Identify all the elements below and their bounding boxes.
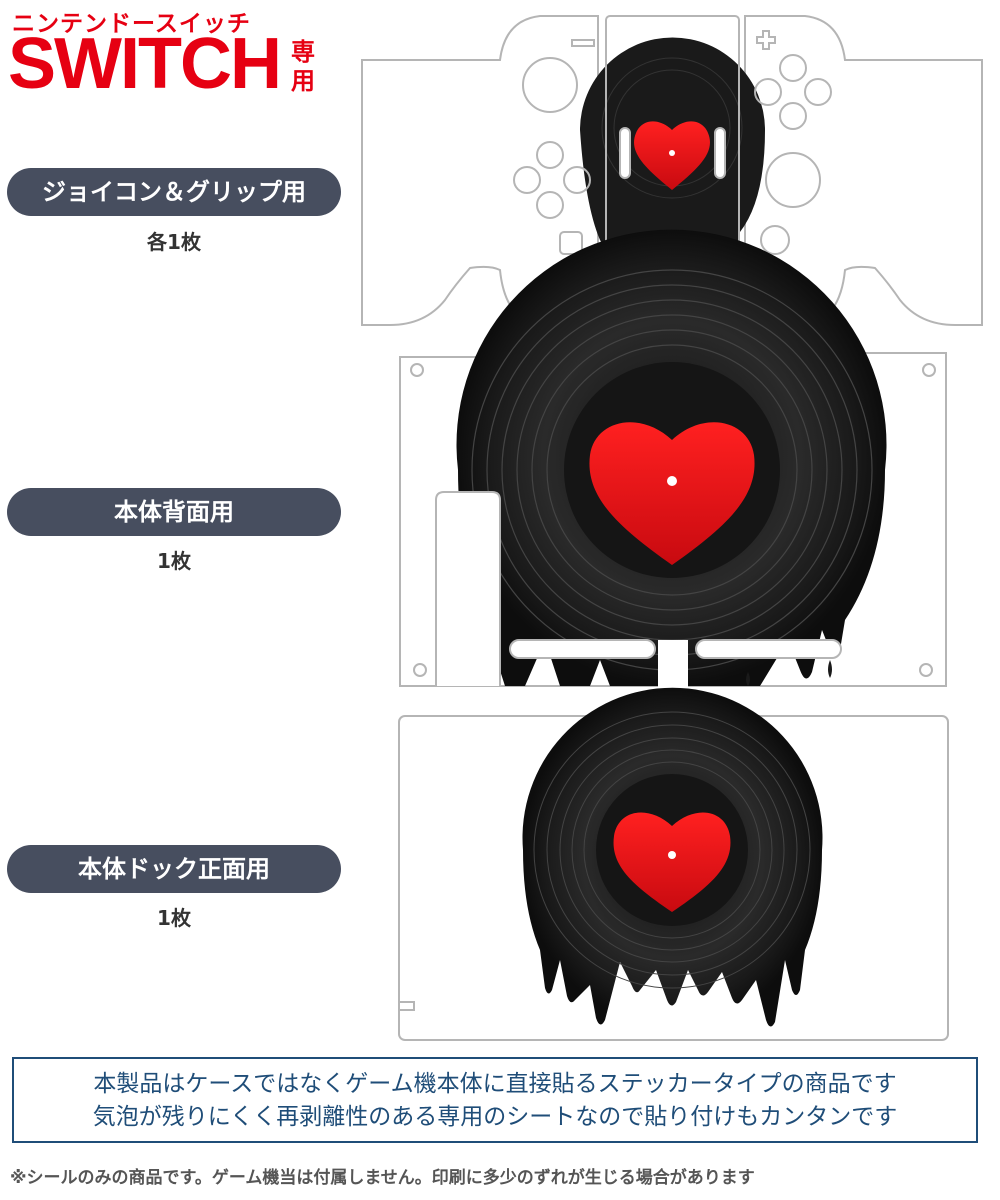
product-notice: 本製品はケースではなくゲーム機本体に直接貼るステッカータイプの商品です 気泡が残… <box>12 1057 978 1143</box>
section-back-count: 1枚 <box>157 549 191 573</box>
brand-subtitle: ニンテンドースイッチ <box>12 11 251 37</box>
section-joycon-label: ジョイコン＆グリップ用 <box>7 168 341 216</box>
section-back-label: 本体背面用 <box>7 488 341 536</box>
footnote: ※シールのみの商品です。ゲーム機当は付属しません。印刷に多少のずれが生じる場合が… <box>10 1168 755 1188</box>
brand-title: SWITCH <box>8 24 282 104</box>
section-dock-label: 本体ドック正面用 <box>7 845 341 893</box>
notice-line-1: 本製品はケースではなくゲーム機本体に直接貼るステッカータイプの商品です <box>93 1071 897 1097</box>
joycon-grip-sticker <box>361 15 983 326</box>
section-dock-count: 1枚 <box>157 906 191 930</box>
section-joycon-count: 各1枚 <box>147 230 201 254</box>
notice-line-2: 気泡が残りにくく再剥離性のある専用のシートなので貼り付けもカンタンです <box>92 1104 898 1130</box>
back-panel-sticker <box>399 229 947 690</box>
dock-front-sticker <box>398 687 949 1041</box>
brand-exclusive-label: 専用 <box>291 38 315 95</box>
vinyl-record-top <box>580 37 765 270</box>
